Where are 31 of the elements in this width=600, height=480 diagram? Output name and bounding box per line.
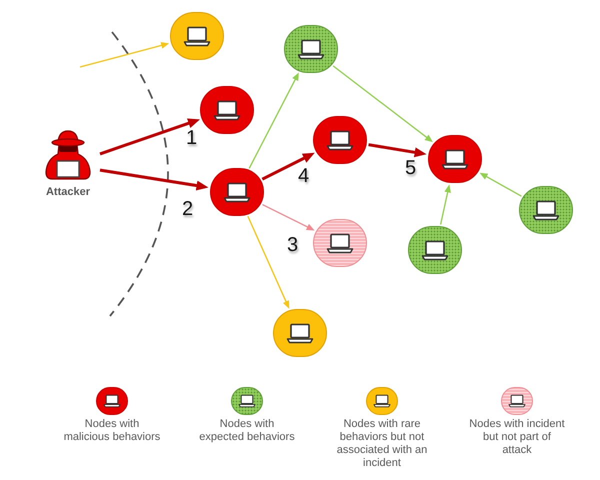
computer-node: [519, 186, 573, 234]
computer-node: [273, 309, 327, 357]
arrow: [332, 65, 433, 142]
computer-node: [170, 12, 224, 60]
step-number: 3: [287, 235, 298, 255]
arrow: [480, 172, 522, 197]
legend-text: Nodes with incident but not part of attack: [468, 418, 566, 457]
step-number: 1: [186, 128, 198, 148]
computer-node: [428, 135, 482, 183]
computer-node: [284, 25, 338, 73]
arrow: [247, 216, 290, 309]
computer-node: [313, 116, 367, 164]
node-label: Attacker: [46, 186, 90, 199]
step-number: 5: [405, 158, 416, 178]
arrow: [80, 42, 170, 68]
arrow: [368, 143, 427, 158]
arrow: [100, 118, 200, 156]
step-number: 2: [182, 199, 194, 219]
arrow: [440, 184, 451, 225]
computer-node: [408, 226, 462, 274]
arrow: [262, 152, 315, 181]
computer-node: [210, 168, 264, 216]
arrow: [262, 204, 315, 230]
arrow: [100, 168, 208, 191]
arrow: [248, 72, 299, 169]
computer-node: [313, 219, 367, 267]
computer-node: [200, 86, 254, 134]
legend-text: Nodes with malicious behaviors: [63, 418, 161, 444]
step-number: 4: [298, 166, 310, 186]
legend-text: Nodes with rare behaviors but not associated with an incident: [336, 418, 428, 470]
legend-text: Nodes with expected behaviors: [198, 418, 296, 444]
